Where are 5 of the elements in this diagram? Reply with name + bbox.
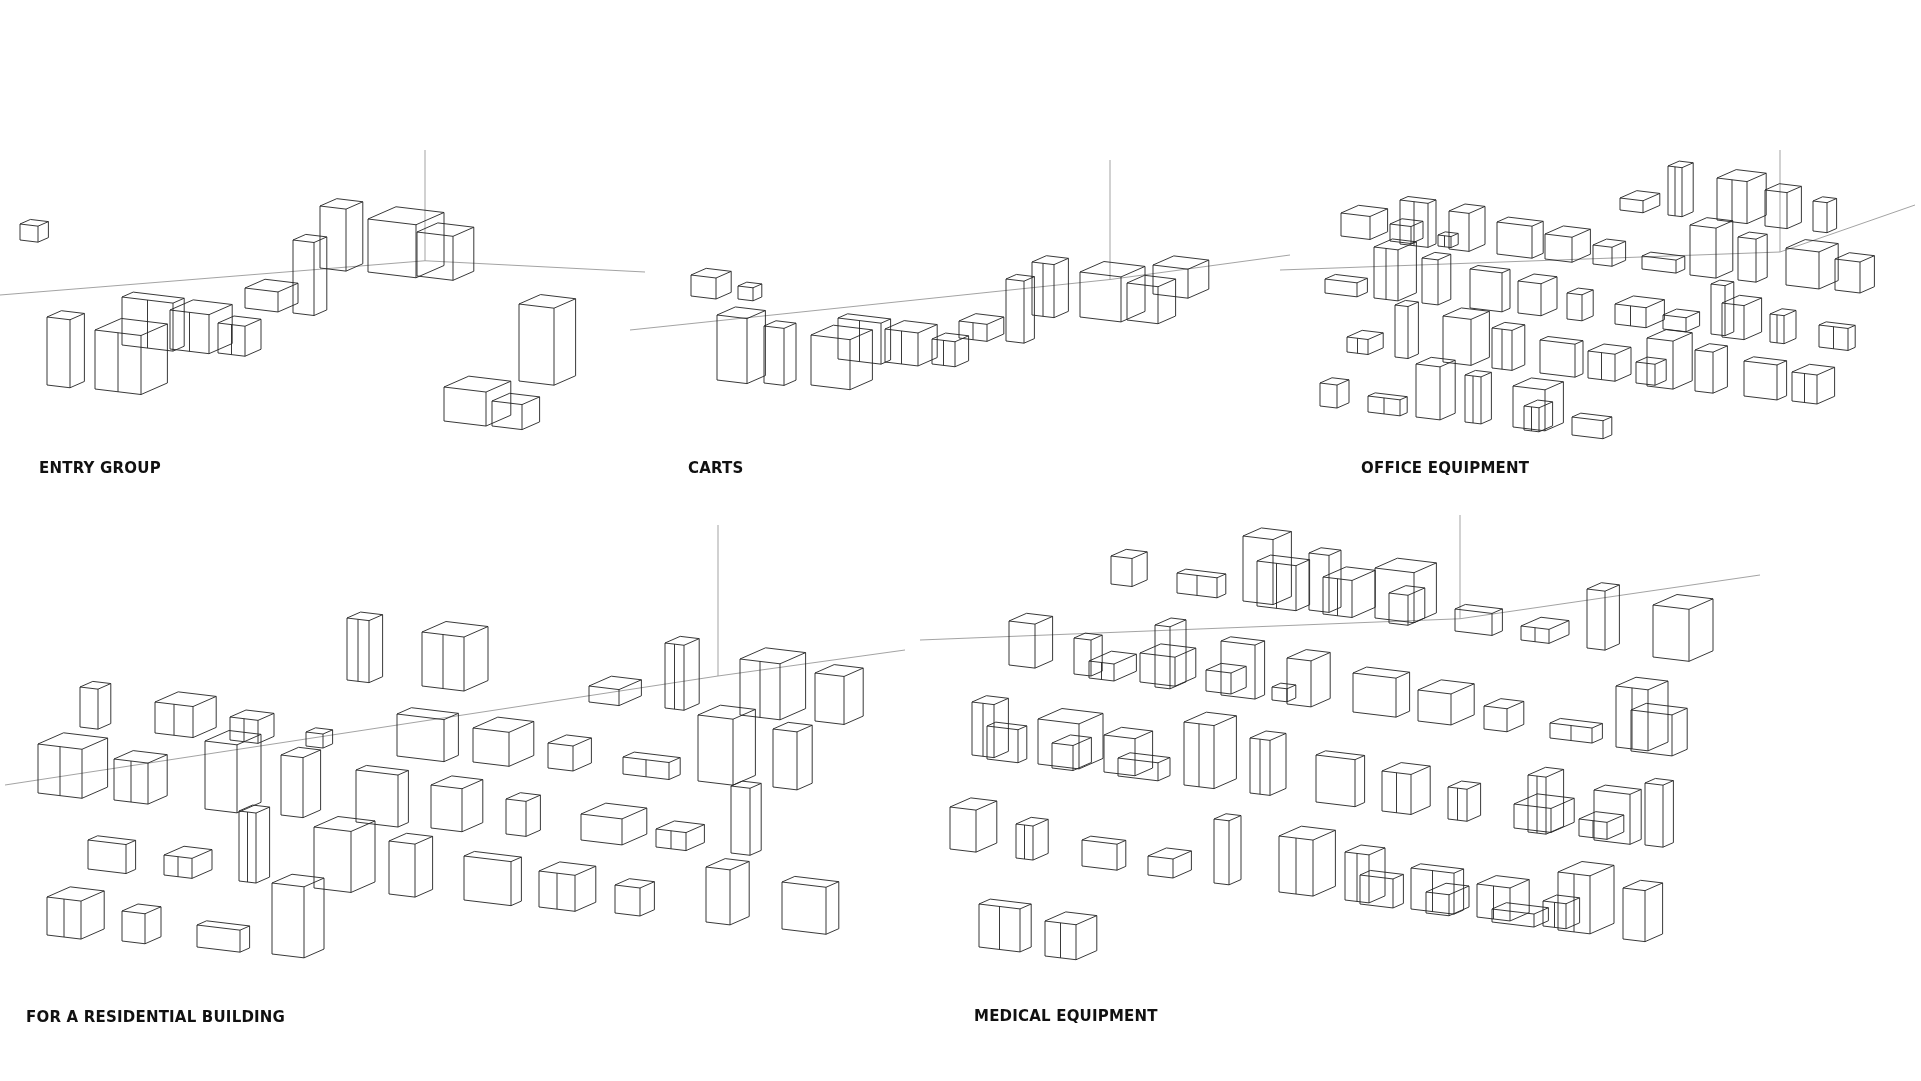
section-label: OFFICE EQUIPMENT bbox=[1361, 459, 1530, 477]
section-label: FOR A RESIDENTIAL BUILDING bbox=[26, 1008, 286, 1026]
section-label: MEDICAL EQUIPMENT bbox=[974, 1007, 1158, 1025]
section-label: CARTS bbox=[688, 459, 744, 477]
section-label: ENTRY GROUP bbox=[39, 459, 161, 477]
